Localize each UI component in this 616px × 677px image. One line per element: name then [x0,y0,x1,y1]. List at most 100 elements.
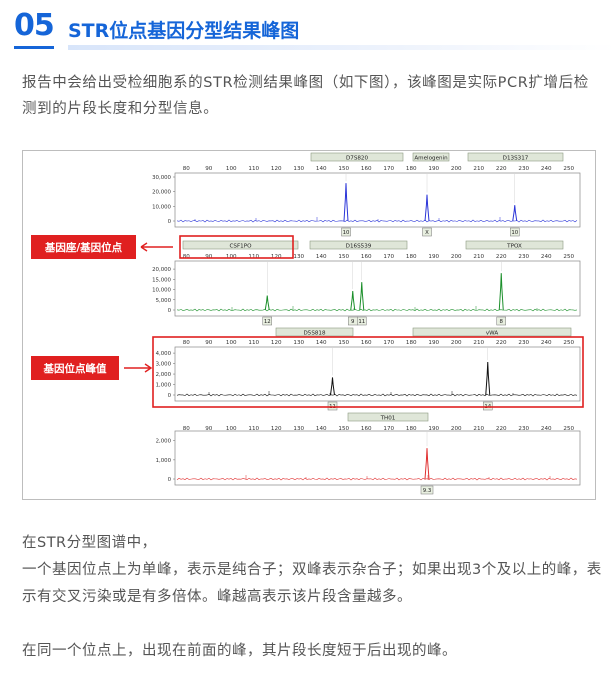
x-tick-label: 240 [541,340,552,346]
locus-box [310,152,404,162]
allele-label: 9.3 [423,488,432,494]
y-tick-label: 20,000 [152,190,171,196]
x-tick-label: 150 [338,254,349,260]
allele-label: 8 [500,319,504,325]
y-tick-label: 0 [168,219,172,225]
locus-label: CSF1PO [229,243,252,249]
x-tick-label: 160 [361,166,372,172]
x-tick-label: 230 [518,426,529,432]
locus-label: D13S317 [503,155,529,161]
locus-label: vWA [486,330,499,336]
y-tick-label: 15,000 [152,277,171,283]
arrow-left-icon [140,242,173,252]
peak-highlight-box [152,336,584,408]
x-tick-label: 200 [451,340,462,346]
y-tick-label: 20,000 [152,267,171,273]
x-tick-label: 250 [563,166,574,172]
y-tick-label: 4,000 [156,351,172,357]
x-tick-label: 170 [383,340,394,346]
peak [498,273,504,311]
y-tick-label: 0 [168,308,172,314]
allele-box [420,485,434,495]
x-tick-label: 80 [183,426,191,432]
peak [424,448,430,480]
locus-box [275,327,354,337]
callout-locus-bg [31,235,136,259]
x-tick-label: 240 [541,254,552,260]
y-tick-label: 30,000 [152,175,171,181]
x-tick-label: 90 [205,340,213,346]
signal-baseline [176,219,578,223]
x-tick-label: 100 [226,254,237,260]
arrow-right-icon [124,363,153,373]
x-tick-label: 100 [226,340,237,346]
peak [512,205,518,222]
allele-label: 12 [264,319,271,325]
x-tick-label: 90 [205,254,213,260]
allele-label: 11 [358,319,365,325]
x-tick-label: 90 [205,426,213,432]
peak [264,295,270,311]
x-tick-label: 200 [451,426,462,432]
allele-box [327,401,338,411]
y-tick-label: 2,000 [156,372,172,378]
x-tick-label: 180 [406,426,417,432]
x-tick-label: 210 [473,340,484,346]
callout-locus-label: 基因座/基因位点 [44,241,123,254]
x-tick-label: 110 [248,166,259,172]
allele-label: 10 [511,230,518,236]
y-tick-label: 2,000 [156,439,172,445]
x-tick-label: 140 [316,166,327,172]
allele-label: X [425,230,429,236]
x-tick-label: 130 [293,254,304,260]
x-tick-label: 80 [183,166,191,172]
x-tick-label: 180 [406,340,417,346]
locus-box [467,152,564,162]
locus-label: TPOX [506,243,522,249]
x-tick-label: 110 [248,340,259,346]
peak [330,377,335,396]
y-tick-label: 10,000 [152,204,171,210]
x-tick-label: 170 [383,166,394,172]
x-tick-label: 210 [473,426,484,432]
x-tick-label: 200 [451,254,462,260]
x-tick-label: 120 [271,340,282,346]
callout-peak-label: 基因位点峰值 [43,362,107,375]
y-tick-label: 1,000 [156,383,172,389]
section-title-underline [68,45,616,50]
x-tick-label: 180 [406,166,417,172]
x-tick-label: 200 [451,166,462,172]
x-tick-label: 130 [293,340,304,346]
allele-box [496,316,506,326]
x-tick-label: 120 [271,254,282,260]
section-header: 05 STR位点基因分型结果峰图 [14,8,616,52]
locus-box [412,152,450,162]
allele-box [357,316,367,326]
locus-label: D7S820 [346,155,369,161]
locus-label: TH01 [380,415,396,421]
x-tick-label: 250 [563,254,574,260]
section-title: STR位点基因分型结果峰图 [68,20,300,42]
x-tick-label: 120 [271,166,282,172]
x-tick-label: 160 [361,426,372,432]
locus-label: D16S539 [346,243,372,249]
x-tick-label: 100 [226,166,237,172]
peak [350,291,356,311]
x-tick-label: 140 [316,340,327,346]
x-tick-label: 150 [338,426,349,432]
x-tick-label: 130 [293,426,304,432]
x-tick-label: 140 [316,254,327,260]
x-tick-label: 240 [541,426,552,432]
allele-label: 10 [343,230,350,236]
x-tick-label: 190 [428,340,439,346]
x-tick-label: 80 [183,254,191,260]
y-tick-label: 0 [168,393,172,399]
x-tick-label: 170 [383,254,394,260]
y-tick-label: 5,000 [156,298,172,304]
signal-baseline [176,393,578,397]
x-tick-label: 180 [406,254,417,260]
peak [343,183,349,222]
allele-box [422,227,432,237]
paragraph-3: 在同一个位点上，出现在前面的峰，其片段长度短于后出现的峰。 [22,643,457,659]
